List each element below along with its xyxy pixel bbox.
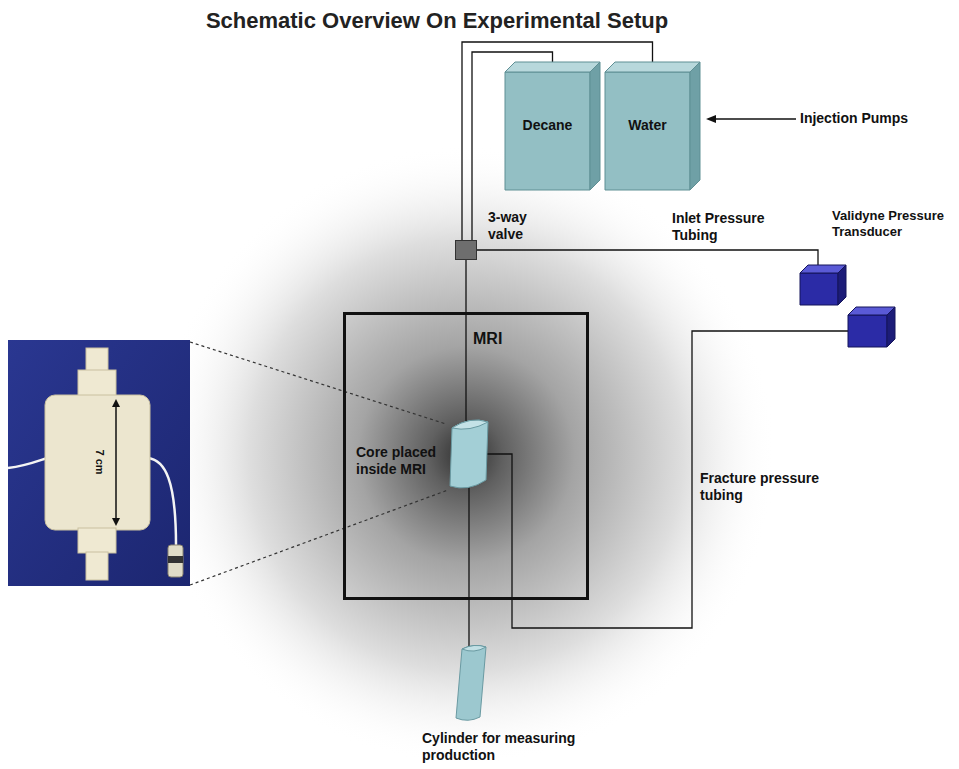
core-top — [452, 420, 488, 429]
pump-label: Water — [605, 117, 690, 134]
core-sample — [448, 418, 490, 490]
cylinder-body — [456, 645, 486, 720]
tubing-line — [477, 250, 818, 265]
annotation-label: Injection Pumps — [800, 110, 940, 127]
core-box: Core placed inside MRI — [448, 418, 490, 490]
nozzle — [78, 370, 116, 398]
nozzle — [78, 528, 116, 553]
dimension-arrow — [112, 518, 120, 526]
pointer-arrow — [706, 115, 716, 123]
fitting — [168, 545, 183, 577]
tubing-line — [487, 331, 848, 628]
mri-label: MRI — [473, 329, 533, 348]
dimension-label: 7 cm — [93, 444, 107, 480]
tubing-line — [465, 260, 466, 421]
core-holder-photo — [8, 340, 190, 586]
valve-box: 3-way valve — [455, 240, 477, 260]
transducer-box: Validyne Pressure Transducer — [800, 265, 895, 347]
valve-label: 3-way valve — [488, 209, 550, 243]
dimension-line — [115, 404, 117, 521]
nozzle — [86, 348, 108, 372]
diagram-title: Schematic Overview On Experimental Setup — [0, 8, 874, 34]
cube-side — [887, 307, 895, 347]
cube-front — [848, 315, 887, 347]
tubing-line — [468, 487, 469, 647]
tube — [8, 458, 47, 468]
holder-body — [45, 395, 150, 530]
nozzle — [86, 552, 108, 580]
mri-box: MRI Core placed inside MRI — [343, 312, 589, 600]
cube-front — [800, 273, 838, 305]
dimension-arrow — [112, 399, 120, 407]
cylinder-label: Cylinder for measuring production — [422, 730, 612, 764]
pump-front — [605, 72, 690, 190]
pump-top — [605, 62, 700, 72]
transducer-label: Validyne Pressure Transducer — [832, 208, 956, 239]
zoom-line — [190, 490, 448, 585]
core-label: Core placed inside MRI — [356, 444, 446, 478]
cylinder-box: Cylinder for measuring production — [456, 645, 486, 720]
tubing-label: Inlet Pressure Tubing — [672, 210, 790, 244]
zoom-line — [190, 342, 446, 424]
tubing-label: Fracture pressure tubing — [700, 470, 840, 504]
transducer-symbol — [800, 265, 895, 347]
core-body — [450, 420, 488, 488]
tube — [148, 458, 176, 545]
fitting-band — [168, 556, 183, 563]
measuring-cylinder — [456, 645, 486, 720]
pump-label: Decane — [505, 117, 590, 134]
pump-box: Decane — [505, 62, 600, 190]
pointer-line — [714, 118, 796, 119]
pump-side — [590, 62, 600, 190]
pump-side — [690, 62, 700, 190]
cube-side — [838, 265, 846, 305]
pump-top — [505, 62, 600, 72]
cylinder-top — [462, 645, 486, 651]
pump-box: Water — [605, 62, 700, 190]
photo-ground — [8, 340, 190, 586]
pump-front — [505, 72, 590, 190]
